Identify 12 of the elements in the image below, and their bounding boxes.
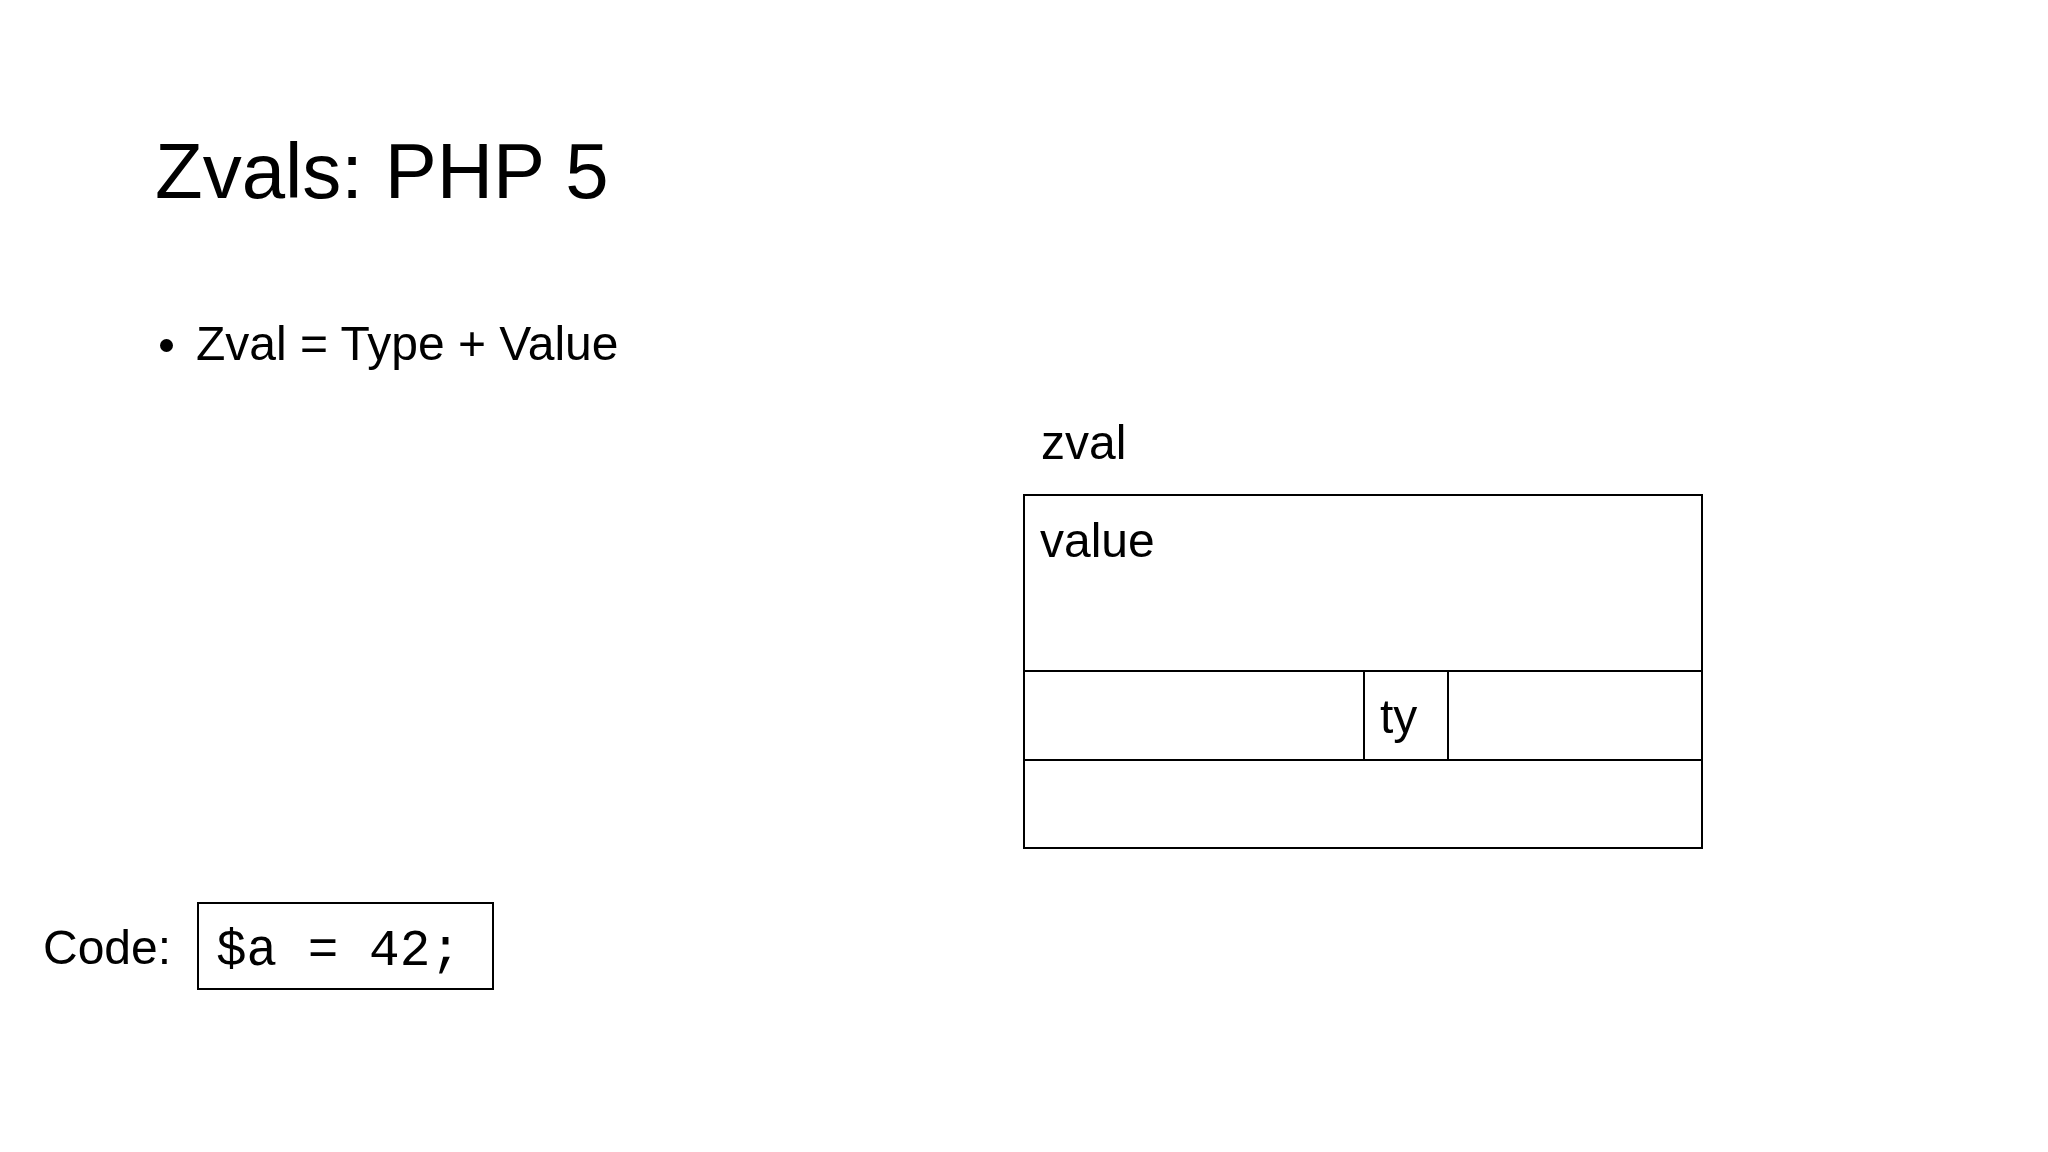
struct-field	[1025, 761, 1701, 847]
struct-field	[1449, 672, 1701, 759]
slide-title: Zvals: PHP 5	[155, 132, 609, 210]
struct-name-label: zval	[1041, 419, 1127, 467]
field-name: ty	[1380, 693, 1418, 741]
struct-field	[1025, 496, 1701, 670]
field-name: value	[1040, 517, 1155, 565]
code-label: Code:	[43, 924, 172, 972]
struct-field	[1025, 672, 1363, 759]
code-snippet: $a = 42;	[216, 926, 461, 977]
struct-field	[1365, 672, 1447, 759]
bullet-text: Zval = Type + Value	[196, 320, 619, 368]
